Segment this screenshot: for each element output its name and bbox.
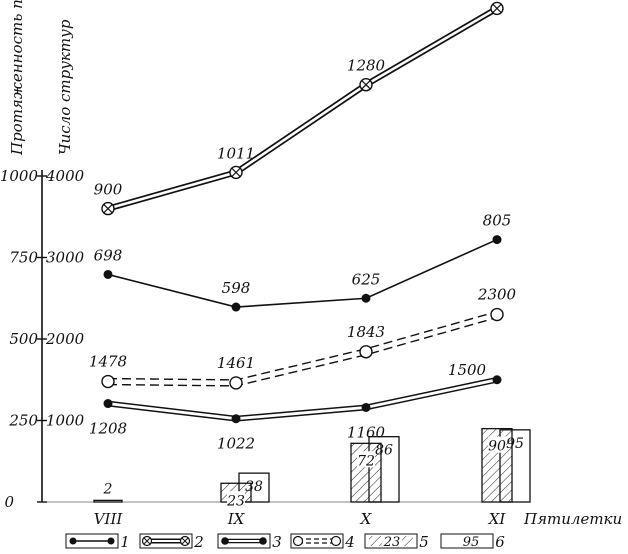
- y-tick-label-left: 0: [4, 493, 14, 511]
- bar-label-bg: [227, 491, 245, 508]
- series-4-value-label: 1461: [217, 354, 255, 372]
- axes: 0 250 500 750 1000 1000 2000 3000 4000: [0, 167, 530, 511]
- series-2-marker-cross: [103, 203, 113, 214]
- series-3-line-lower: [107, 381, 498, 422]
- y-tick-label-left: 750: [9, 249, 38, 267]
- legend-item: 23 5: [364, 533, 429, 551]
- legend-swatch-sample: 23: [383, 535, 401, 550]
- series-4-line-upper: [107, 310, 498, 381]
- bar-value-label-outline: 38: [245, 479, 263, 495]
- bar-value-label-hatched: 90: [488, 439, 506, 455]
- series-3-value-label: 1500: [448, 361, 487, 379]
- y-tick-label-right: 3000: [46, 249, 85, 267]
- series-1-value-label: 698: [94, 246, 123, 264]
- series-1-value-label: 625: [352, 270, 381, 288]
- legend-swatch-marker: [292, 535, 304, 547]
- series-4-marker: [229, 376, 243, 390]
- bar-value-label-outline: 86: [375, 443, 393, 459]
- legend-swatch-marker: [107, 537, 115, 545]
- series-1-marker: [492, 235, 502, 245]
- series-3-marker: [231, 414, 241, 424]
- bar-label-bg: [488, 436, 506, 453]
- lines: 9001011128015146985986258051478146118432…: [89, 1, 517, 453]
- y-axis-title-right: Число структур: [56, 19, 74, 155]
- series-1-marker: [361, 293, 371, 303]
- legend-swatch-sample: 95: [463, 535, 480, 550]
- y-tick-label-right: 4000: [45, 167, 85, 185]
- bar-value-label-outline: 2: [103, 481, 113, 497]
- y-tick-label-right: 2000: [45, 330, 85, 348]
- bar-value-label-hatched: 23: [226, 493, 245, 509]
- x-tick-label: X: [360, 510, 373, 528]
- x-tick-label: XI: [488, 510, 507, 528]
- legend-item: 3: [217, 533, 282, 551]
- series-4-value-label: 1478: [89, 353, 127, 371]
- legend-swatch-marker-cross: [143, 537, 151, 545]
- series-4-marker: [101, 374, 115, 389]
- legend-swatch-label-bg: [382, 535, 402, 547]
- series-1-line: [107, 238, 498, 308]
- x-tick-label: IX: [227, 510, 246, 528]
- x-tick-label: VIII: [94, 510, 124, 528]
- legend-swatch-box: [290, 533, 344, 549]
- legend-item: 1: [65, 533, 130, 551]
- legend-swatch-marker: [259, 537, 267, 545]
- series-2-value-label: 900: [94, 181, 123, 199]
- series-3-value-label: 1022: [217, 435, 255, 453]
- legend-item: 4: [290, 533, 355, 551]
- legend-swatch-box: [440, 533, 494, 549]
- series-2-marker-cross: [231, 167, 241, 178]
- legend-swatch-marker: [221, 537, 229, 545]
- legend-label: 3: [272, 533, 282, 551]
- series-2-line-inner: [107, 7, 498, 210]
- series-1-value-label: 805: [483, 212, 512, 230]
- bar-hatched: [481, 427, 513, 503]
- series-3-marker: [492, 375, 502, 385]
- bar-outline: [93, 499, 123, 503]
- series-2-line-outer: [107, 5, 499, 212]
- series-3-value-label: 1160: [347, 423, 386, 441]
- legend-item: 2: [139, 533, 204, 551]
- legend-swatch-box: [217, 533, 271, 549]
- series-2-marker-cross: [492, 3, 502, 14]
- legend-label: 2: [193, 533, 204, 551]
- series-2-marker-cross: [361, 80, 371, 90]
- series-4-marker: [490, 307, 504, 322]
- y-tick-label-left: 1000: [0, 167, 38, 185]
- series-4-value-label: 2300: [477, 286, 517, 304]
- series-1-marker: [103, 269, 113, 279]
- series-3-line-upper: [107, 376, 498, 418]
- legend-swatch-marker-cross: [181, 537, 189, 545]
- series-4-line-lower: [107, 316, 498, 387]
- y-tick-label-left: 250: [8, 412, 38, 430]
- x-axis-title: Пятилетки: [523, 510, 622, 528]
- legend-label: 1: [120, 533, 130, 551]
- series-1-marker: [231, 302, 241, 312]
- series-2-value-label: 1280: [347, 57, 386, 75]
- legend-swatch-marker: [330, 535, 342, 547]
- series-4-value-label: 1843: [347, 323, 385, 341]
- legend-item: 95 6: [440, 533, 505, 551]
- series-3-marker: [103, 399, 113, 409]
- y-tick-label-left: 500: [9, 330, 38, 348]
- legend-swatch-marker: [69, 537, 77, 545]
- series-4-marker: [359, 345, 373, 359]
- legend-label: 6: [495, 533, 505, 551]
- series-2-value-label: 1011: [217, 144, 255, 162]
- legend-label: 5: [419, 533, 429, 551]
- y-axis-title-left: Протяженность профилей, тыс.км: [8, 0, 26, 156]
- series-3-value-label: 1208: [89, 420, 127, 438]
- y-tick-label-right: 1000: [46, 412, 85, 430]
- bar-label-bg: [357, 451, 375, 468]
- bar-value-label-outline: 95: [506, 436, 524, 452]
- x-tick-labels: VIII IX X XI: [94, 510, 507, 528]
- series-1-value-label: 598: [222, 279, 251, 297]
- bar-value-label-hatched: 72: [357, 453, 375, 469]
- legend-label: 4: [344, 533, 355, 551]
- series-3-marker: [361, 402, 371, 412]
